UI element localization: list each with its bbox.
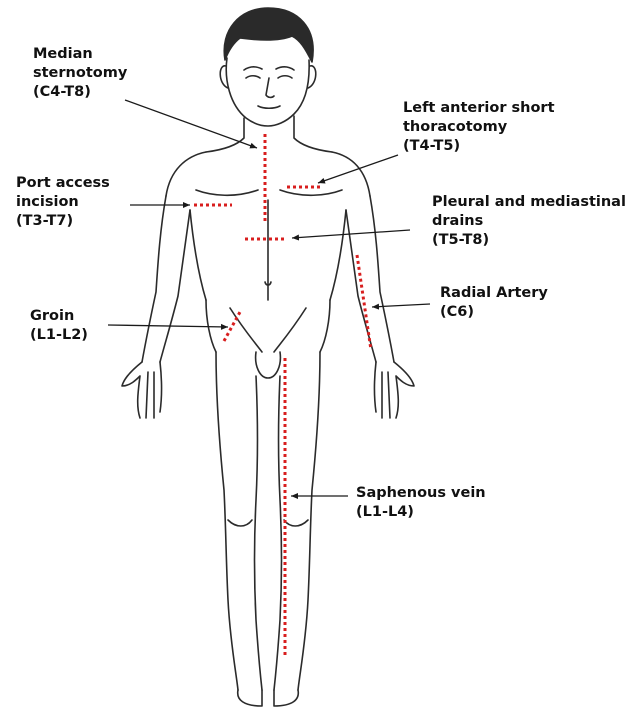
label-line: (T3-T7) [16, 212, 110, 231]
label-pleural-mediastinal-drains: Pleural and mediastinal drains (T5-T8) [432, 193, 626, 250]
label-line: Groin [30, 307, 88, 326]
label-port-access-incision: Port access incision (T3-T7) [16, 174, 110, 231]
foot-right [238, 690, 262, 706]
label-line: (L1-L2) [30, 326, 88, 345]
label-line: incision [16, 193, 110, 212]
arrow-leader-icon [318, 155, 398, 183]
neck-left [294, 116, 332, 152]
hair [224, 8, 313, 62]
arrow-leader-icon [108, 325, 228, 327]
foot-left [274, 690, 298, 706]
shoulder-left [332, 152, 370, 196]
label-radial-artery: Radial Artery (C6) [440, 284, 548, 322]
pec-left [280, 190, 342, 195]
human-body-outline-icon [122, 8, 414, 706]
neck-right [206, 118, 244, 152]
incision-markings [194, 134, 371, 658]
pec-right [196, 190, 258, 195]
label-line: (T5-T8) [432, 231, 626, 250]
knee-left [284, 520, 308, 526]
label-saphenous-vein: Saphenous vein (L1-L4) [356, 484, 486, 522]
label-line: drains [432, 212, 626, 231]
label-line: (C4-T8) [33, 83, 127, 102]
label-line: Saphenous vein [356, 484, 486, 503]
knee-right [228, 520, 252, 526]
torso-side-right [190, 210, 206, 300]
leg-right-inner [255, 376, 263, 690]
genital [256, 352, 281, 378]
label-line: Median [33, 45, 127, 64]
arrow-leader-icon [372, 304, 430, 307]
hand-left [375, 362, 415, 418]
label-line: (C6) [440, 303, 548, 322]
label-line: Port access [16, 174, 110, 193]
label-median-sternotomy: Median sternotomy (C4-T8) [33, 45, 127, 102]
eyebrow-left [276, 67, 294, 70]
hand-right [122, 362, 162, 418]
arrow-leader-icon [292, 230, 410, 238]
label-line: (L1-L4) [356, 503, 486, 522]
eye-right [246, 76, 260, 78]
label-groin: Groin (L1-L2) [30, 307, 88, 345]
label-line: Pleural and mediastinal [432, 193, 626, 212]
nose [266, 78, 274, 97]
label-line: Left anterior short [403, 99, 555, 118]
arm-right-inner [160, 210, 190, 362]
label-line: Radial Artery [440, 284, 548, 303]
leg-right-outer [216, 352, 238, 690]
label-left-anterior-short-thoracotomy: Left anterior short thoracotomy (T4-T5) [403, 99, 555, 156]
eye-left [278, 76, 292, 78]
eyebrow-right [244, 67, 262, 70]
leg-left-inner [274, 376, 282, 690]
hip-right [206, 300, 216, 352]
label-line: thoracotomy [403, 118, 555, 137]
arm-right-outer [142, 196, 166, 362]
arm-left-outer [370, 196, 394, 362]
shoulder-right [166, 152, 206, 196]
groin-outline [230, 308, 306, 352]
torso-side-left [330, 210, 346, 300]
leg-left-outer [298, 352, 320, 690]
head [226, 58, 309, 126]
mouth [258, 106, 280, 108]
hip-left [320, 300, 330, 352]
label-line: sternotomy [33, 64, 127, 83]
label-line: (T4-T5) [403, 137, 555, 156]
